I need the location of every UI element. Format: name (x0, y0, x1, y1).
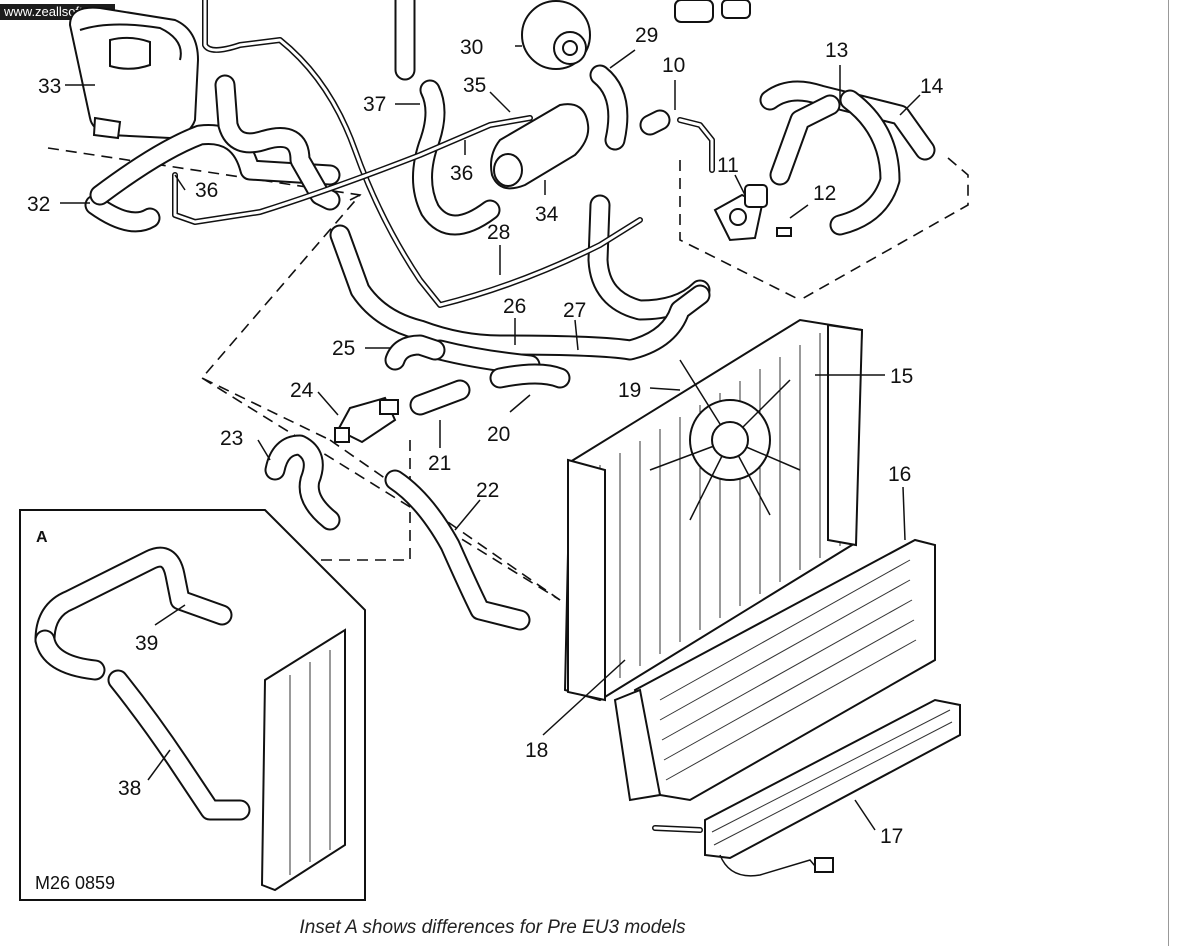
cooling-fan (649, 359, 801, 521)
callout-15: 15 (890, 365, 913, 388)
inset-letter: A (36, 529, 48, 546)
callout-12: 12 (813, 182, 836, 205)
callout-32: 32 (27, 193, 50, 216)
callout-14: 14 (920, 75, 944, 98)
callout-28: 28 (487, 221, 510, 244)
callout-19: 19 (618, 379, 641, 402)
figure-caption: Inset A shows differences for Pre EU3 mo… (299, 917, 686, 938)
callout-23: 23 (220, 427, 243, 450)
callout-numbers: 33 32 36 37 30 35 36 34 29 10 13 14 11 1… (27, 24, 944, 893)
right-border-rule (1168, 0, 1169, 946)
callout-16: 16 (888, 463, 911, 486)
oil-cooler (652, 698, 961, 877)
callout-25: 25 (332, 337, 355, 360)
callout-30: 30 (460, 36, 483, 59)
callout-10: 10 (662, 54, 685, 77)
callout-22: 22 (476, 479, 499, 502)
figure-code: M26 0859 (35, 873, 115, 893)
callout-18: 18 (525, 739, 548, 762)
callout-17: 17 (880, 825, 903, 848)
callout-29: 29 (635, 24, 658, 47)
bleed-pipes (172, 0, 715, 308)
callout-20: 20 (487, 423, 510, 446)
callout-33: 33 (38, 75, 61, 98)
callout-37: 37 (363, 93, 386, 116)
inline-filter (334, 396, 399, 444)
callout-21: 21 (428, 452, 451, 475)
coolant-hoses (84, 0, 936, 631)
callout-11: 11 (717, 154, 739, 177)
callout-34: 34 (535, 203, 559, 226)
callout-26: 26 (503, 295, 526, 318)
heater-valve (490, 103, 590, 190)
thermostat-housing (713, 184, 792, 242)
callout-35: 35 (463, 74, 486, 97)
callout-24: 24 (290, 379, 314, 402)
callout-27: 27 (563, 299, 586, 322)
callout-36-right: 36 (450, 162, 473, 185)
callout-39: 39 (135, 632, 158, 655)
callout-38: 38 (118, 777, 141, 800)
radiator (563, 318, 864, 702)
expansion-tank (68, 6, 200, 140)
intercooler (613, 538, 936, 802)
callout-13: 13 (825, 39, 848, 62)
callout-leaders (60, 45, 921, 831)
assembly-dashed-lines (47, 147, 969, 601)
water-pump (521, 0, 751, 70)
inset-a (19, 509, 366, 901)
callout-36-left: 36 (195, 179, 218, 202)
